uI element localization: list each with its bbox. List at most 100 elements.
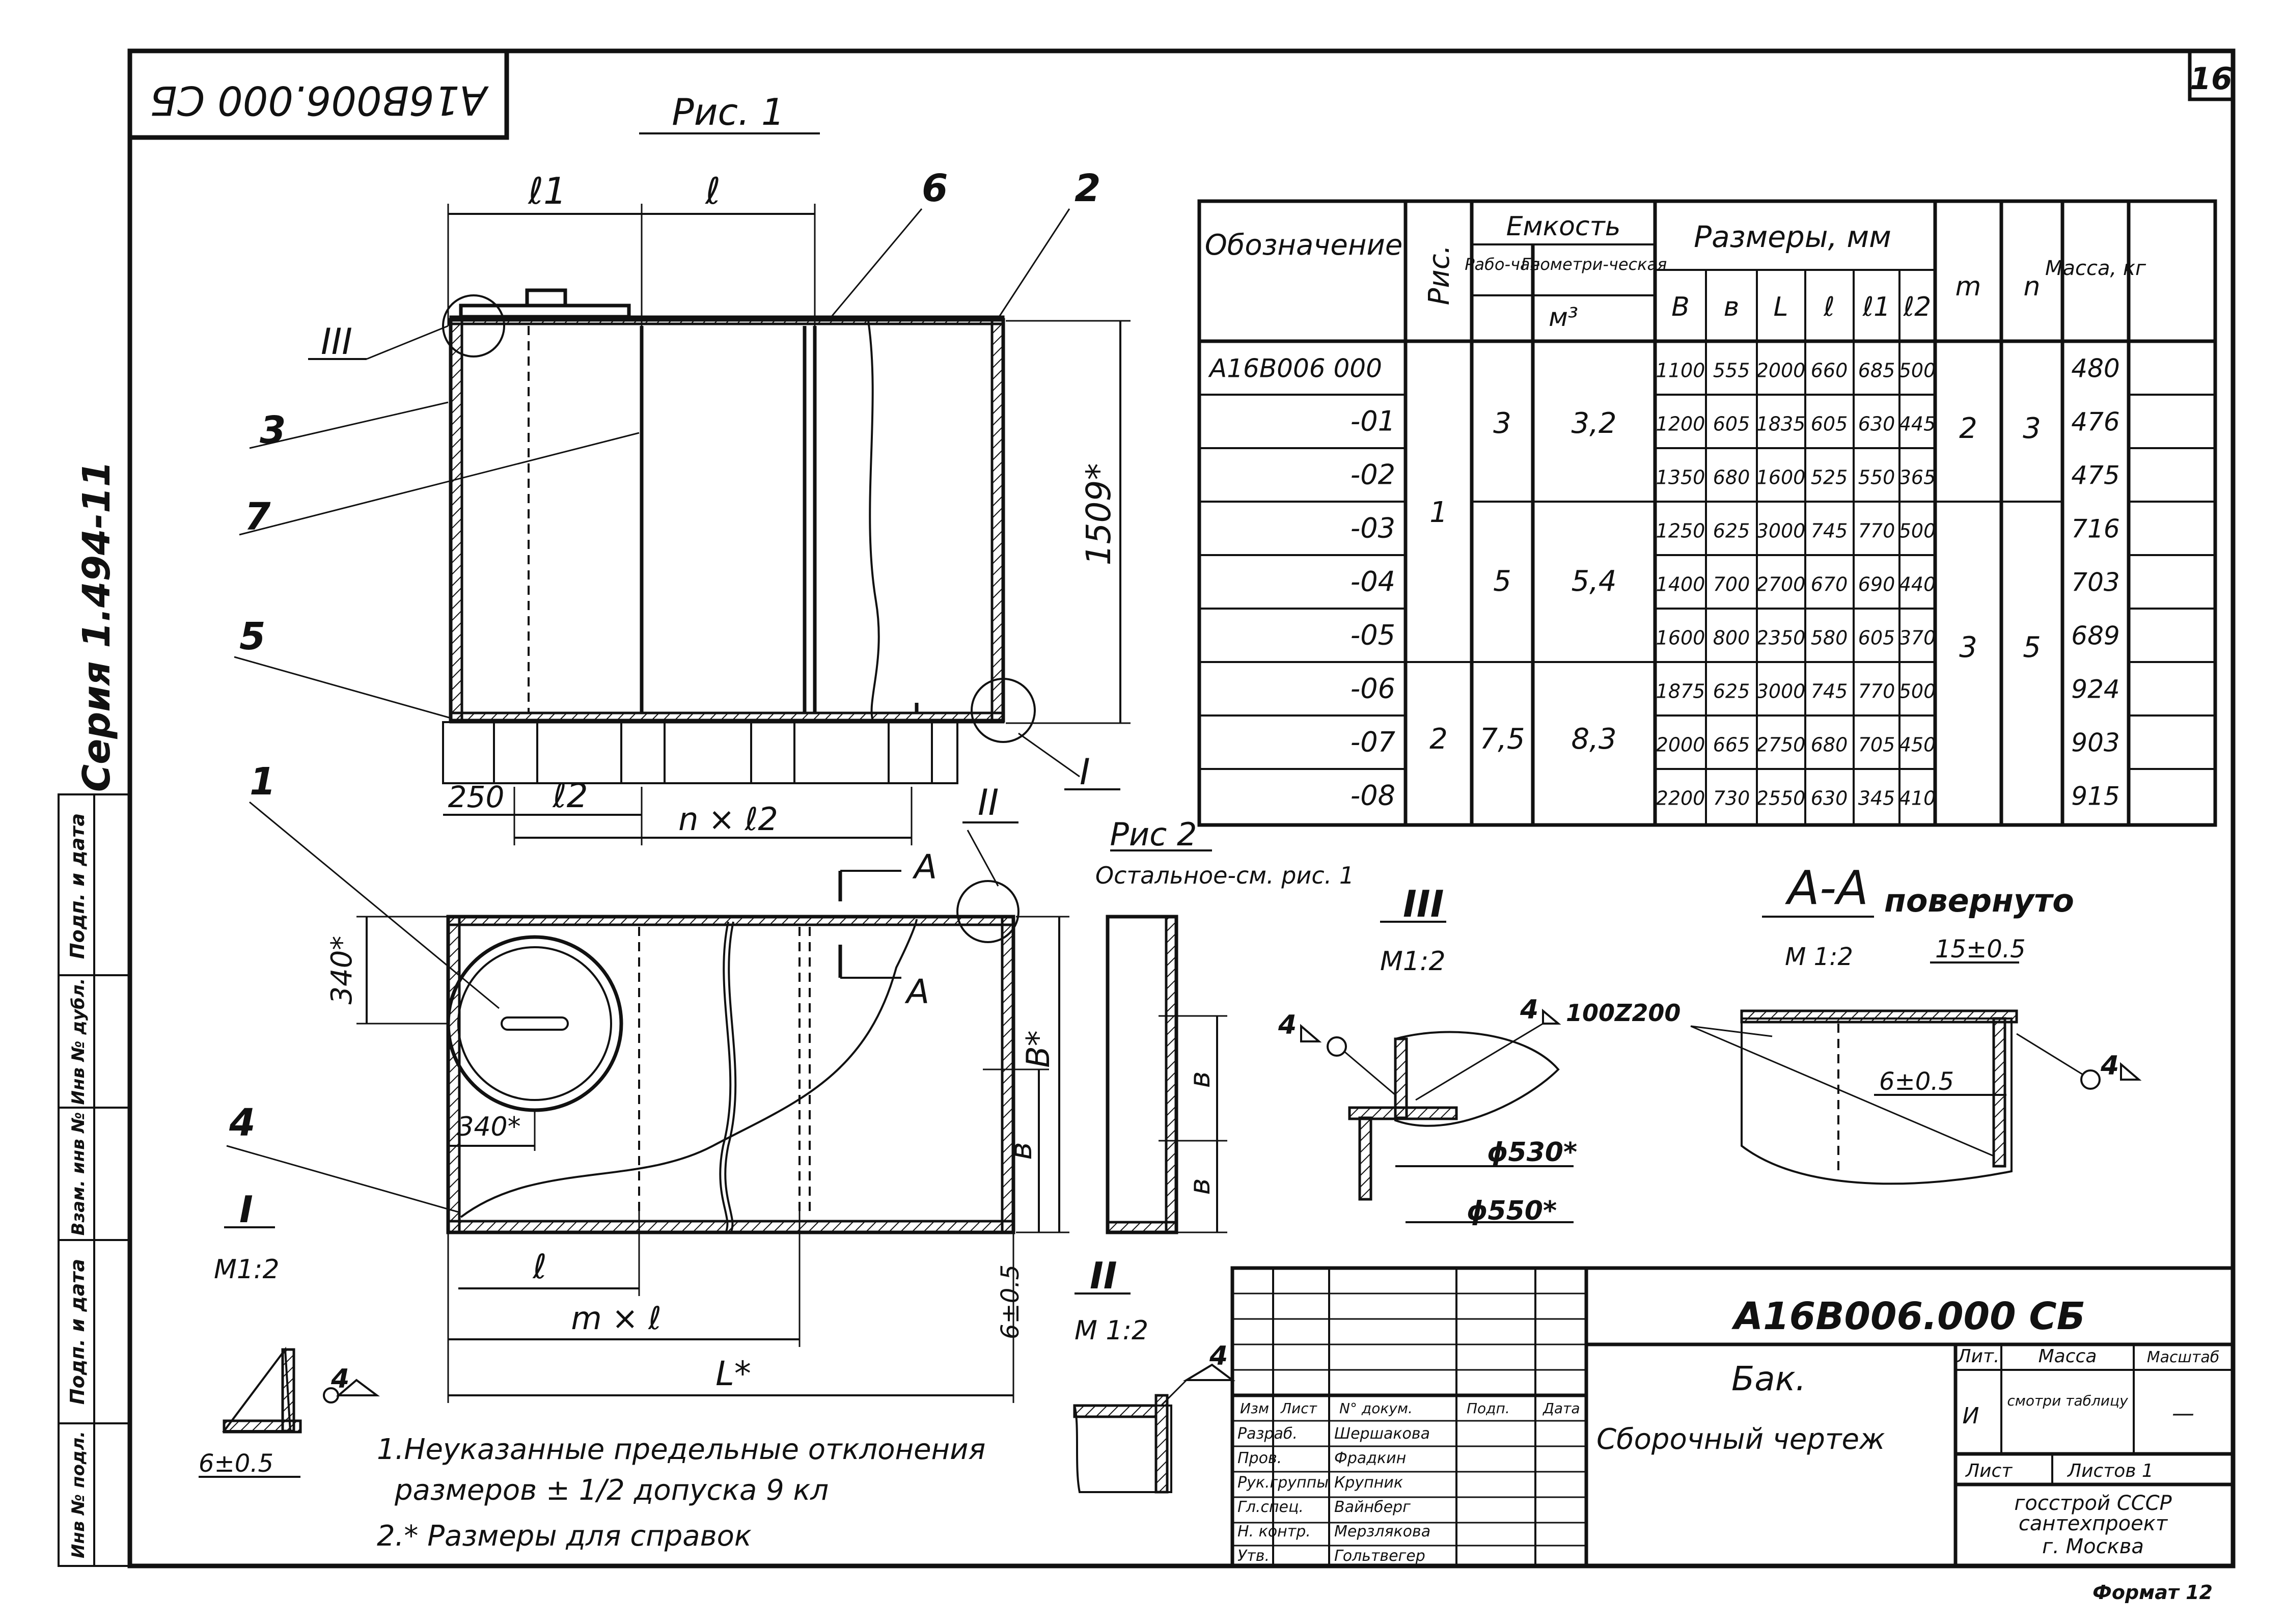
section-aa-dim1: 15±0.5 — [1935, 935, 2026, 964]
table-cell-l: 745 — [1811, 680, 1848, 703]
tb-head-3: Подп. — [1467, 1400, 1510, 1417]
tb-person-name: Фрадкин — [1334, 1449, 1406, 1467]
detail-3-weld2: 4 — [1520, 995, 1538, 1025]
note-1: 1.Неуказанные предельные отклонения — [377, 1433, 985, 1466]
table-cell-l1: 345 — [1858, 787, 1895, 810]
note-1b: размеров ± 1/2 допуска 9 кл — [394, 1474, 829, 1507]
fig1-dim-l: ℓ — [704, 170, 721, 212]
fig2-subtitle: Остальное-см. рис. 1 — [1095, 862, 1354, 889]
side-dim-b1: в — [1183, 1071, 1217, 1088]
fig1-view-mark-2: II — [978, 782, 999, 823]
tb-head-4: Дата — [1542, 1400, 1580, 1417]
th-working: Рабо-чая — [1465, 255, 1540, 274]
th-mass: Масса, кг — [2045, 257, 2146, 280]
table-cell-mass: 924 — [2071, 675, 2119, 704]
group-work-2: 5 — [1493, 565, 1511, 598]
stamp-code: А16В006.000 СБ — [150, 77, 489, 123]
table-cell-B: 1350 — [1656, 466, 1705, 489]
tb-role: Рук.группы — [1237, 1474, 1329, 1492]
group-n-1: 3 — [2023, 412, 2041, 445]
tb-role: Пров. — [1237, 1449, 1282, 1467]
table-cell-designation: -03 — [1351, 512, 1395, 544]
group-work-3: 7,5 — [1479, 723, 1525, 756]
table-cell-l: 670 — [1811, 573, 1848, 596]
table-cell-designation: -08 — [1351, 780, 1395, 812]
fig1-view-mark-3: III — [321, 321, 352, 363]
table-cell-mass: 915 — [2071, 782, 2119, 811]
tb-sheet-h: Лист — [1965, 1461, 2013, 1481]
notes: 1.Неуказанные предельные отклонения разм… — [377, 1433, 985, 1553]
tb-org2: сантехпроект — [2019, 1512, 2168, 1535]
group-geom-3: 8,3 — [1571, 723, 1616, 756]
fig1-title: Рис. 1 — [672, 91, 784, 133]
table-cell-designation: -04 — [1351, 566, 1395, 598]
table-cell-B: 1600 — [1656, 627, 1705, 649]
th-capacity: Емкость — [1506, 211, 1621, 242]
table-cell-designation: -01 — [1351, 405, 1395, 437]
title-block: Изм Лист N° докум. Подп. Дата Разраб.Шер… — [1230, 1266, 2235, 1568]
detail-1: I М1:2 4 6±0.5 — [199, 1188, 380, 1478]
table-cell-B: 1100 — [1656, 360, 1705, 382]
tb-head-0: Изм — [1240, 1400, 1269, 1417]
table-cell-l: 745 — [1811, 520, 1848, 542]
fig2-section-bottom: A — [904, 972, 929, 1011]
sheet-number-box — [2188, 49, 2235, 101]
table-cell-L: 2550 — [1756, 787, 1806, 810]
side-label-4: Инв № подл. — [68, 1431, 89, 1558]
table-cell-l: 660 — [1811, 360, 1848, 382]
tb-org1: госстрой СССР — [2014, 1492, 2172, 1515]
table-cell-l1: 630 — [1858, 413, 1895, 435]
fig2-dim-L: L* — [715, 1354, 751, 1393]
group-n-2: 5 — [2023, 631, 2041, 664]
tb-code: А16В006.000 СБ — [1731, 1295, 2085, 1338]
table-cell-b: 680 — [1713, 466, 1750, 489]
table-cell-B: 1200 — [1656, 413, 1705, 435]
detail-2-scale: М 1:2 — [1075, 1315, 1148, 1346]
table-cell-designation: -02 — [1351, 459, 1395, 491]
table-cell-L: 2700 — [1756, 573, 1806, 596]
group-fig-2: 2 — [1429, 723, 1448, 756]
callout-4: 4 — [229, 1101, 256, 1145]
section-aa-title: А-А — [1785, 861, 1868, 915]
tb-name: Бак. — [1731, 1359, 1806, 1398]
table-cell-mass: 716 — [2071, 514, 2119, 544]
tb-org3: г. Москва — [2042, 1535, 2144, 1558]
side-label-1: Инв № дубл. — [68, 978, 89, 1105]
fig1-dim-l1: ℓ1 — [527, 170, 567, 212]
th-col-3: ℓ — [1823, 292, 1834, 322]
table-cell-l: 580 — [1811, 627, 1848, 649]
group-fig-1: 1 — [1429, 496, 1448, 529]
table-cell-l: 525 — [1811, 466, 1848, 489]
detail-2-mark: II — [1090, 1254, 1117, 1297]
table-cell-b: 730 — [1713, 787, 1750, 810]
fig2-dim-B: B* — [1020, 1030, 1057, 1068]
table-cell-B: 1250 — [1656, 520, 1705, 542]
detail-3-scale: М1:2 — [1380, 946, 1446, 977]
fig2-dim-340v: 340* — [325, 936, 359, 1005]
fig1-dim-250: 250 — [448, 780, 505, 814]
tb-lit-h: Лит. — [1957, 1346, 2000, 1367]
fig1-view-mark-1: I — [1080, 751, 1090, 793]
side-label-3: Подп. и дата — [66, 1259, 89, 1405]
table-cell-l2: 500 — [1899, 360, 1936, 382]
fig2-section-top: A — [912, 847, 937, 887]
fig1-front-view: Рис. 1 ℓ1 ℓ 1509* — [226, 91, 1131, 1213]
section-aa-dim2: 6±0.5 — [1879, 1067, 1954, 1096]
fig2-plan-view: Рис 2 Остальное-см. рис. 1 II A A 340 — [325, 782, 1354, 1403]
detail-1-mark: I — [239, 1188, 253, 1231]
table-cell-mass: 689 — [2071, 621, 2119, 651]
table-cell-mass: 475 — [2071, 461, 2119, 490]
table-cell-L: 1600 — [1756, 466, 1806, 489]
series-label: Серия 1.494-11 — [75, 461, 119, 792]
detail-1-scale: М1:2 — [214, 1254, 280, 1285]
tb-role: Разраб. — [1237, 1425, 1298, 1443]
th-n: n — [2024, 271, 2041, 302]
table-cell-b: 665 — [1713, 734, 1750, 756]
tb-mass-h: Масса — [2039, 1346, 2097, 1367]
table-cell-l1: 705 — [1858, 734, 1895, 756]
section-aa-weld: 4 — [2100, 1051, 2119, 1081]
section-aa: А-А повернуто М 1:2 15±0.5 6±0.5 4 — [1690, 861, 2142, 1185]
table-cell-L: 2000 — [1756, 360, 1806, 382]
section-aa-scale: М 1:2 — [1785, 943, 1853, 971]
